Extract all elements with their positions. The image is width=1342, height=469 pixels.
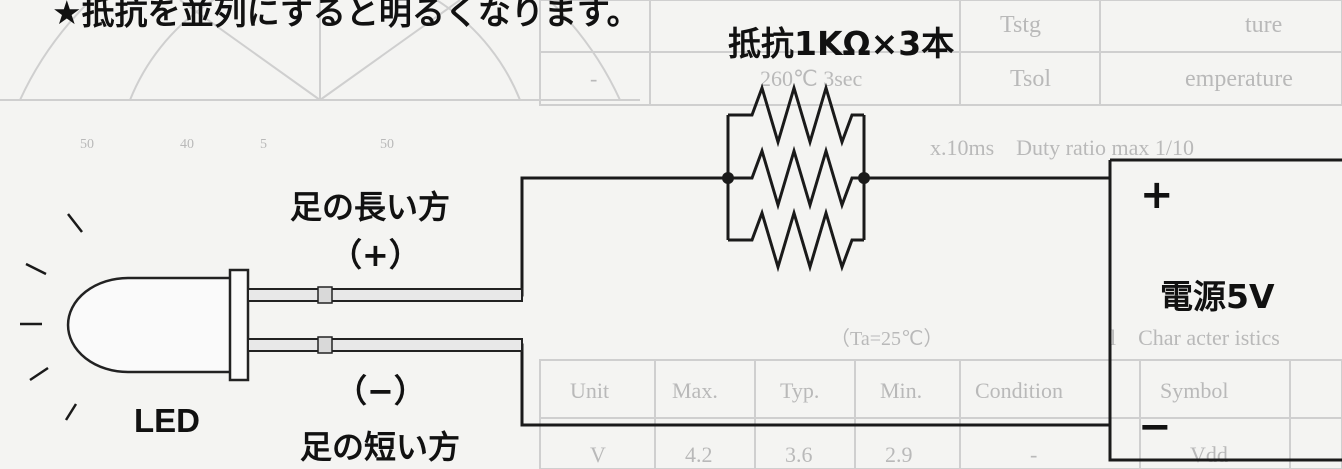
bg-char-v2: - [1030,442,1037,467]
led-dome [66,276,230,374]
light-rays-icon [20,213,83,421]
short-leg-label: 足の短い方 [300,428,460,466]
short-leg-sign: （−） [335,372,426,410]
leg-mark-2 [317,336,333,354]
angle-tick-1: 50 [80,137,94,152]
bg-char-v5: 4.2 [685,442,713,467]
power-supply: + 電源5V − [1108,158,1342,462]
power-minus: − [1138,404,1172,450]
bg-note: x.10ms Duty ratio max 1/10 [930,135,1194,160]
power-plus: + [1140,172,1174,218]
power-label: 電源5V [1160,277,1275,316]
bg-char-title: l Char acter istics [1110,325,1280,350]
junction-left [722,172,734,184]
led-base [228,268,250,382]
resistor-2 [728,145,864,211]
header-text: ★抵抗を並列にすると明るくなります。 [52,0,640,32]
bg-char-h3: Min. [880,378,922,403]
bg-table-row2-col1: emperature [1185,66,1293,92]
angle-tick-2: 40 [180,137,194,152]
bg-char-h1: Symbol [1160,378,1228,403]
bg-char-cond: （Ta=25℃） [830,327,943,350]
angle-tick-3: 5 [260,137,267,152]
long-leg-sign: （+） [330,236,421,274]
bg-table-row1-col2: Tstg [1000,12,1041,38]
resistor-network [722,82,870,273]
bg-table-row2-col3: 260℃ 3sec [760,66,863,91]
long-leg-label: 足の長い方 [290,188,450,226]
junction-right [858,172,870,184]
bg-char-h6: Unit [570,378,609,403]
bg-char-h4: Typ. [780,378,819,403]
bg-char-h2: Condition [975,378,1063,403]
bg-table-row2-col4: - [590,66,597,91]
power-box [1108,160,1342,462]
resistor-1 [728,82,864,148]
resistor-label: 抵抗1KΩ×3本 [728,24,954,63]
led-short-leg [247,338,523,352]
bg-char-v4: 3.6 [785,442,813,467]
bg-char-v1: Vdd [1190,442,1228,467]
leg-mark-1 [317,286,333,304]
led [66,268,523,382]
bg-char-v3: 2.9 [885,442,913,467]
bg-char-v6: V [590,442,606,467]
bg-char-h5: Max. [672,378,718,403]
resistor-3 [728,207,864,273]
led-label: LED [134,402,200,439]
angle-tick-4: 50 [380,137,394,152]
bg-table-row1-col1: ture [1245,12,1282,38]
bg-table-row2-col2: Tsol [1010,66,1051,92]
led-long-leg [247,288,523,302]
